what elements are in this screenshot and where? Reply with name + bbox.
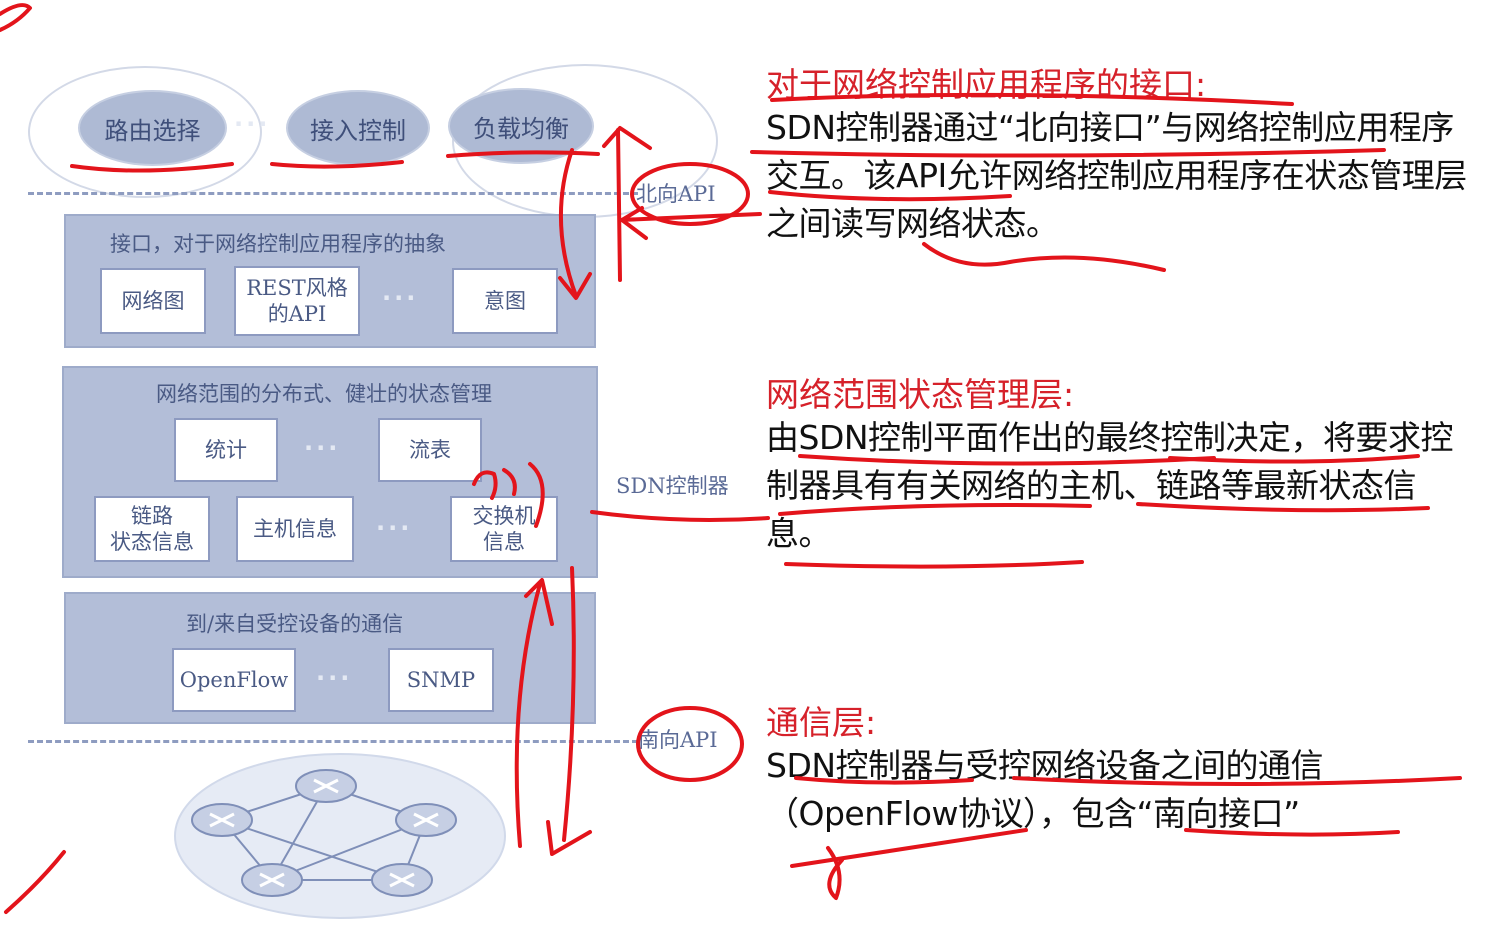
interface-layer: 接口，对于网络控制应用程序的抽象 网络图 REST风格 的API ··· 意图 bbox=[64, 214, 596, 348]
app-ellipsis: ··· bbox=[234, 110, 271, 138]
openflow-cell: OpenFlow bbox=[172, 648, 296, 712]
rest-api-cell: REST风格 的API bbox=[234, 266, 360, 336]
statistics-cell: 统计 bbox=[174, 418, 278, 482]
state-note-title: 网络范围状态管理层: bbox=[766, 375, 1075, 414]
communication-layer: 到/来自受控设备的通信 OpenFlow ··· SNMP bbox=[64, 592, 596, 724]
app-access-control: 接入控制 bbox=[288, 92, 428, 164]
switch-info-cell: 交换机 信息 bbox=[450, 496, 558, 562]
router-icon bbox=[371, 863, 433, 897]
layer2-bottom-ellipsis: ··· bbox=[376, 514, 413, 542]
flow-table-cell: 流表 bbox=[378, 418, 482, 482]
interface-note-title: 对于网络控制应用程序的接口: bbox=[766, 65, 1207, 104]
router-icon bbox=[395, 803, 457, 837]
router-icon bbox=[295, 769, 357, 803]
router-icon bbox=[241, 863, 303, 897]
link-state-cell: 链路 状态信息 bbox=[94, 496, 210, 562]
router-icon bbox=[191, 803, 253, 837]
layer1-ellipsis: ··· bbox=[382, 284, 419, 312]
interface-layer-title: 接口，对于网络控制应用程序的抽象 bbox=[110, 232, 446, 256]
network-graph-cell: 网络图 bbox=[100, 268, 206, 334]
north-boundary-line bbox=[28, 192, 638, 195]
host-info-cell: 主机信息 bbox=[236, 496, 354, 562]
snmp-cell: SNMP bbox=[388, 648, 494, 712]
layer2-top-ellipsis: ··· bbox=[304, 434, 341, 462]
app-routing: 路由选择 bbox=[80, 92, 225, 164]
communication-layer-title: 到/来自受控设备的通信 bbox=[186, 612, 404, 636]
south-boundary-line bbox=[28, 740, 638, 743]
communication-note-title: 通信层: bbox=[766, 703, 877, 742]
sdn-controller-label: SDN控制器 bbox=[616, 474, 729, 498]
sdn-architecture-diagram: 路由选择 ··· 接入控制 负载均衡 北向API 接口，对于网络控制应用程序的抽… bbox=[28, 64, 729, 919]
app-cloud-outline bbox=[28, 66, 262, 198]
communication-note-body: SDN控制器与受控网络设备之间的通信（OpenFlow协议），包含“南向接口” bbox=[766, 746, 1324, 833]
state-note-body: 由SDN控制平面作出的最终控制决定，将要求控制器具有有关网络的主机、链路等最新状… bbox=[766, 418, 1454, 553]
network-devices-graphic bbox=[174, 753, 506, 919]
interface-note-body: SDN控制器通过“北向接口”与网络控制应用程序交互。该API允许网络控制应用程序… bbox=[766, 108, 1467, 243]
layer3-ellipsis: ··· bbox=[316, 664, 353, 692]
intent-cell: 意图 bbox=[452, 268, 558, 334]
state-management-layer-title: 网络范围的分布式、健壮的状态管理 bbox=[156, 382, 492, 406]
